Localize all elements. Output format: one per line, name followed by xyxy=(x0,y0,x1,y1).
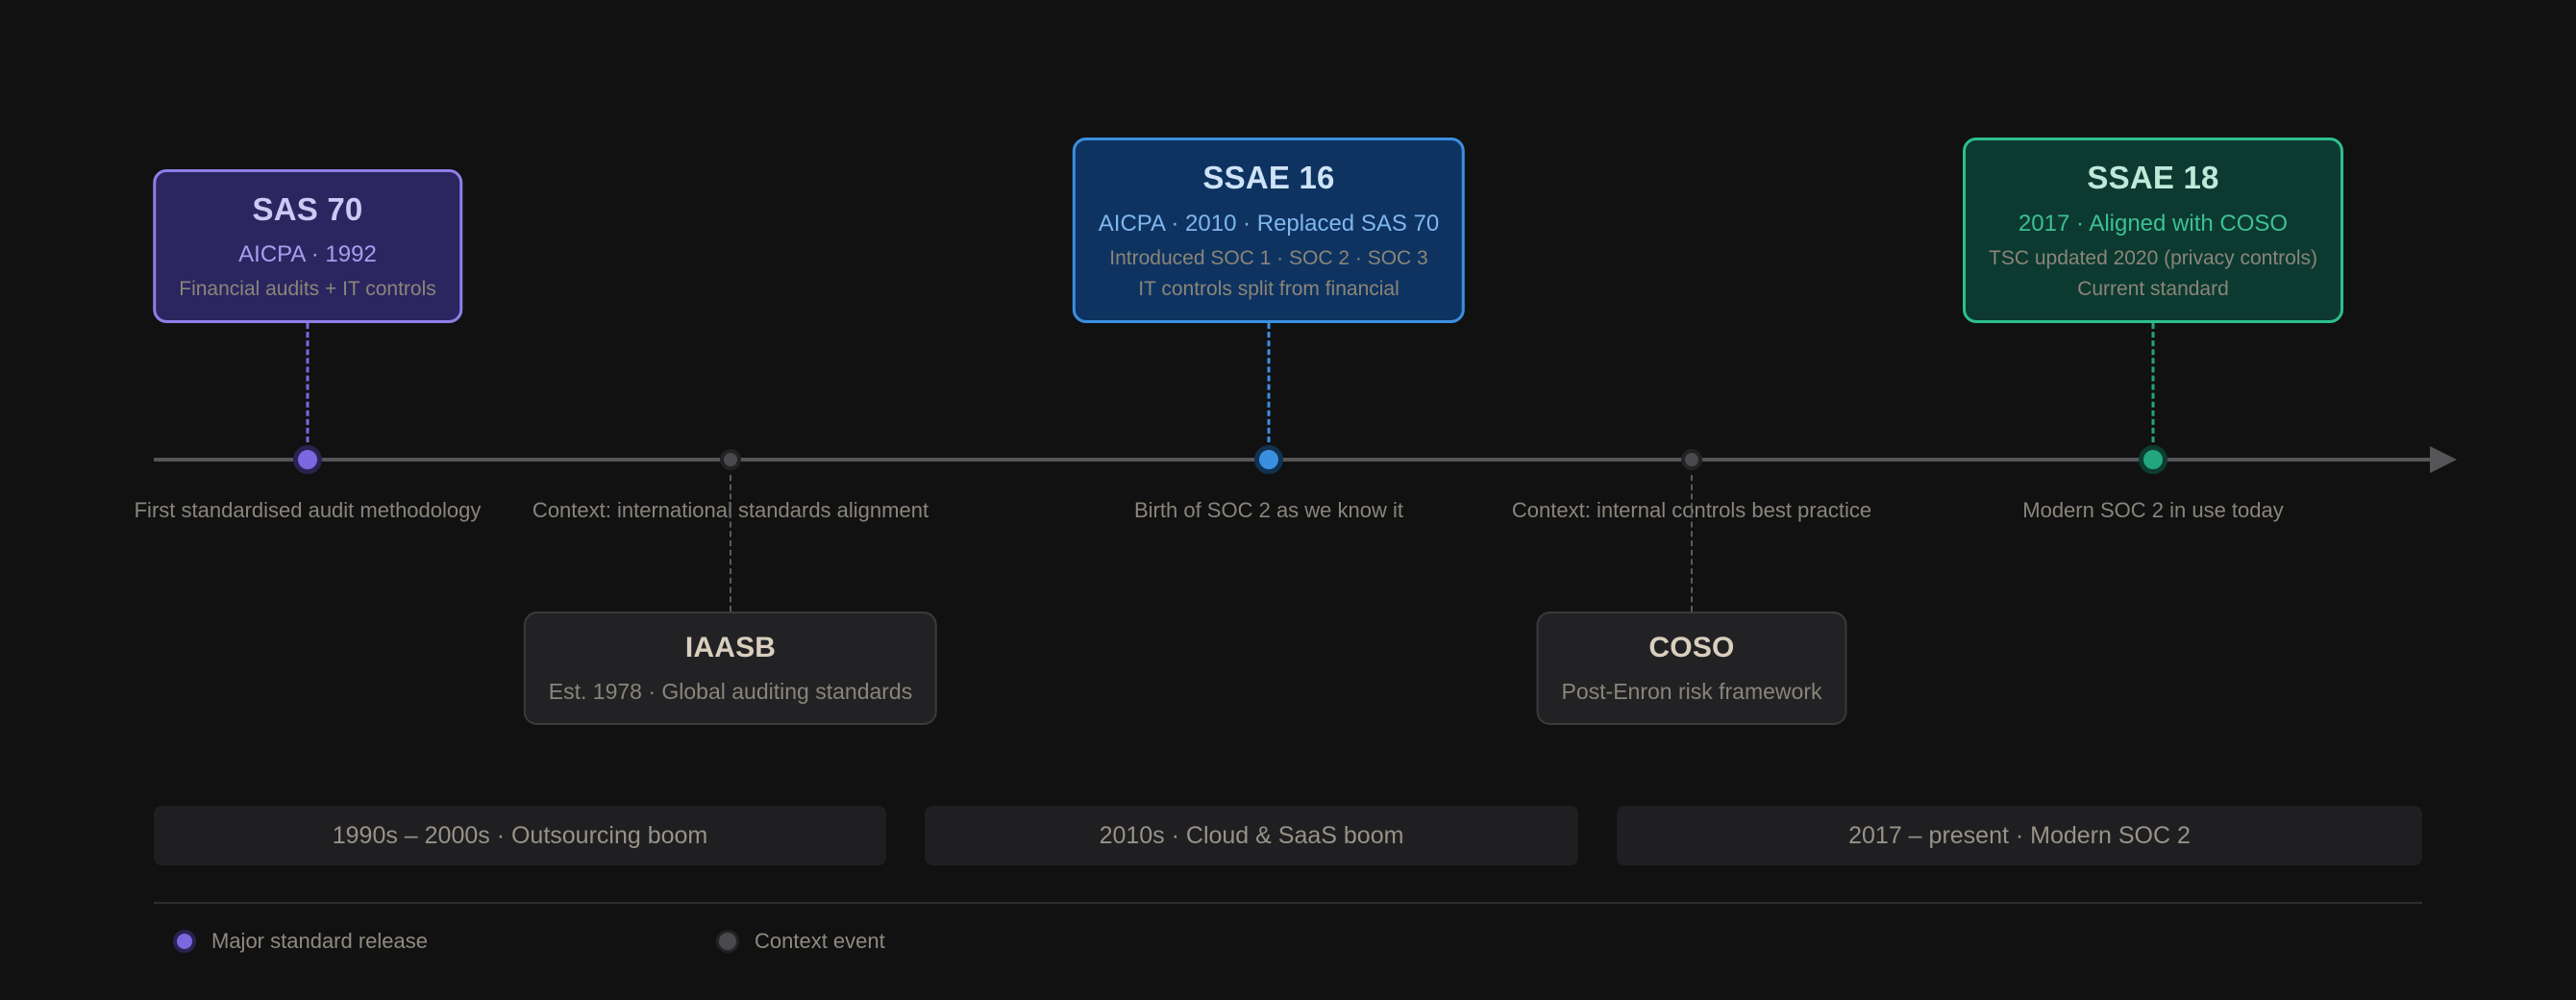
card-detail-ssae16-1: IT controls split from financial xyxy=(1138,277,1399,300)
era-band-2: 2017 – present · Modern SOC 2 xyxy=(1617,806,2422,865)
timeline-axis-line xyxy=(154,458,2432,462)
connector-sas70 xyxy=(306,323,310,442)
card-subtitle-ssae16: AICPA · 2010 · Replaced SAS 70 xyxy=(1098,211,1440,238)
card-detail-ssae18-1: Current standard xyxy=(2077,277,2229,300)
legend-item-context: Context event xyxy=(716,929,885,954)
connector-coso xyxy=(1691,475,1693,612)
card-detail-ssae18-0: TSC updated 2020 (privacy controls) xyxy=(1989,246,2317,269)
node-caption-ssae16: Birth of SOC 2 as we know it xyxy=(1134,498,1403,522)
node-caption-ssae18: Modern SOC 2 in use today xyxy=(2022,498,2284,522)
right-arrow-icon xyxy=(2430,446,2457,473)
card-subtitle-ssae18: 2017 · Aligned with COSO xyxy=(2018,211,2289,238)
card-title-coso: COSO xyxy=(1648,632,1735,663)
card-ssae18[interactable]: SSAE 18 2017 · Aligned with COSO TSC updat… xyxy=(1963,138,2343,323)
timeline-node-iaasb[interactable] xyxy=(720,449,741,470)
connector-ssae18 xyxy=(2151,323,2155,442)
legend-divider xyxy=(154,902,2422,904)
timeline-node-ssae16[interactable] xyxy=(1254,445,1283,474)
card-title-ssae18: SSAE 18 xyxy=(2087,160,2219,196)
timeline-node-sas70[interactable] xyxy=(293,445,322,474)
era-band-0: 1990s – 2000s · Outsourcing boom xyxy=(154,806,886,865)
card-coso[interactable]: COSO Post-Enron risk framework xyxy=(1536,612,1847,725)
card-detail-iaasb-0: Est. 1978 · Global auditing standards xyxy=(548,678,913,704)
legend-item-major: Major standard release xyxy=(173,929,428,954)
legend-label-major: Major standard release xyxy=(211,929,429,953)
card-detail-ssae16-0: Introduced SOC 1 · SOC 2 · SOC 3 xyxy=(1109,246,1428,269)
era-band-1: 2010s · Cloud & SaaS boom xyxy=(925,806,1578,865)
card-ssae16[interactable]: SSAE 16 AICPA · 2010 · Replaced SAS 70 Int… xyxy=(1072,138,1466,323)
card-title-iaasb: IAASB xyxy=(684,632,777,663)
card-title-sas70: SAS 70 xyxy=(252,190,363,227)
legend-label-context: Context event xyxy=(755,929,885,953)
card-detail-sas70-0: Financial audits + IT controls xyxy=(179,277,436,300)
card-title-ssae16: SSAE 16 xyxy=(1202,160,1335,196)
node-caption-sas70: First standardised audit methodology xyxy=(134,498,482,522)
timeline-node-coso[interactable] xyxy=(1681,449,1702,470)
legend-dot-major-icon xyxy=(173,930,196,953)
timeline-node-ssae18[interactable] xyxy=(2139,445,2167,474)
connector-ssae16 xyxy=(1267,323,1271,442)
legend-dot-context-icon xyxy=(716,930,739,953)
card-detail-coso-0: Post-Enron risk framework xyxy=(1561,678,1822,704)
card-iaasb[interactable]: IAASB Est. 1978 · Global auditing standar… xyxy=(523,612,938,725)
card-subtitle-sas70: AICPA · 1992 xyxy=(238,241,377,268)
connector-iaasb xyxy=(730,475,731,612)
